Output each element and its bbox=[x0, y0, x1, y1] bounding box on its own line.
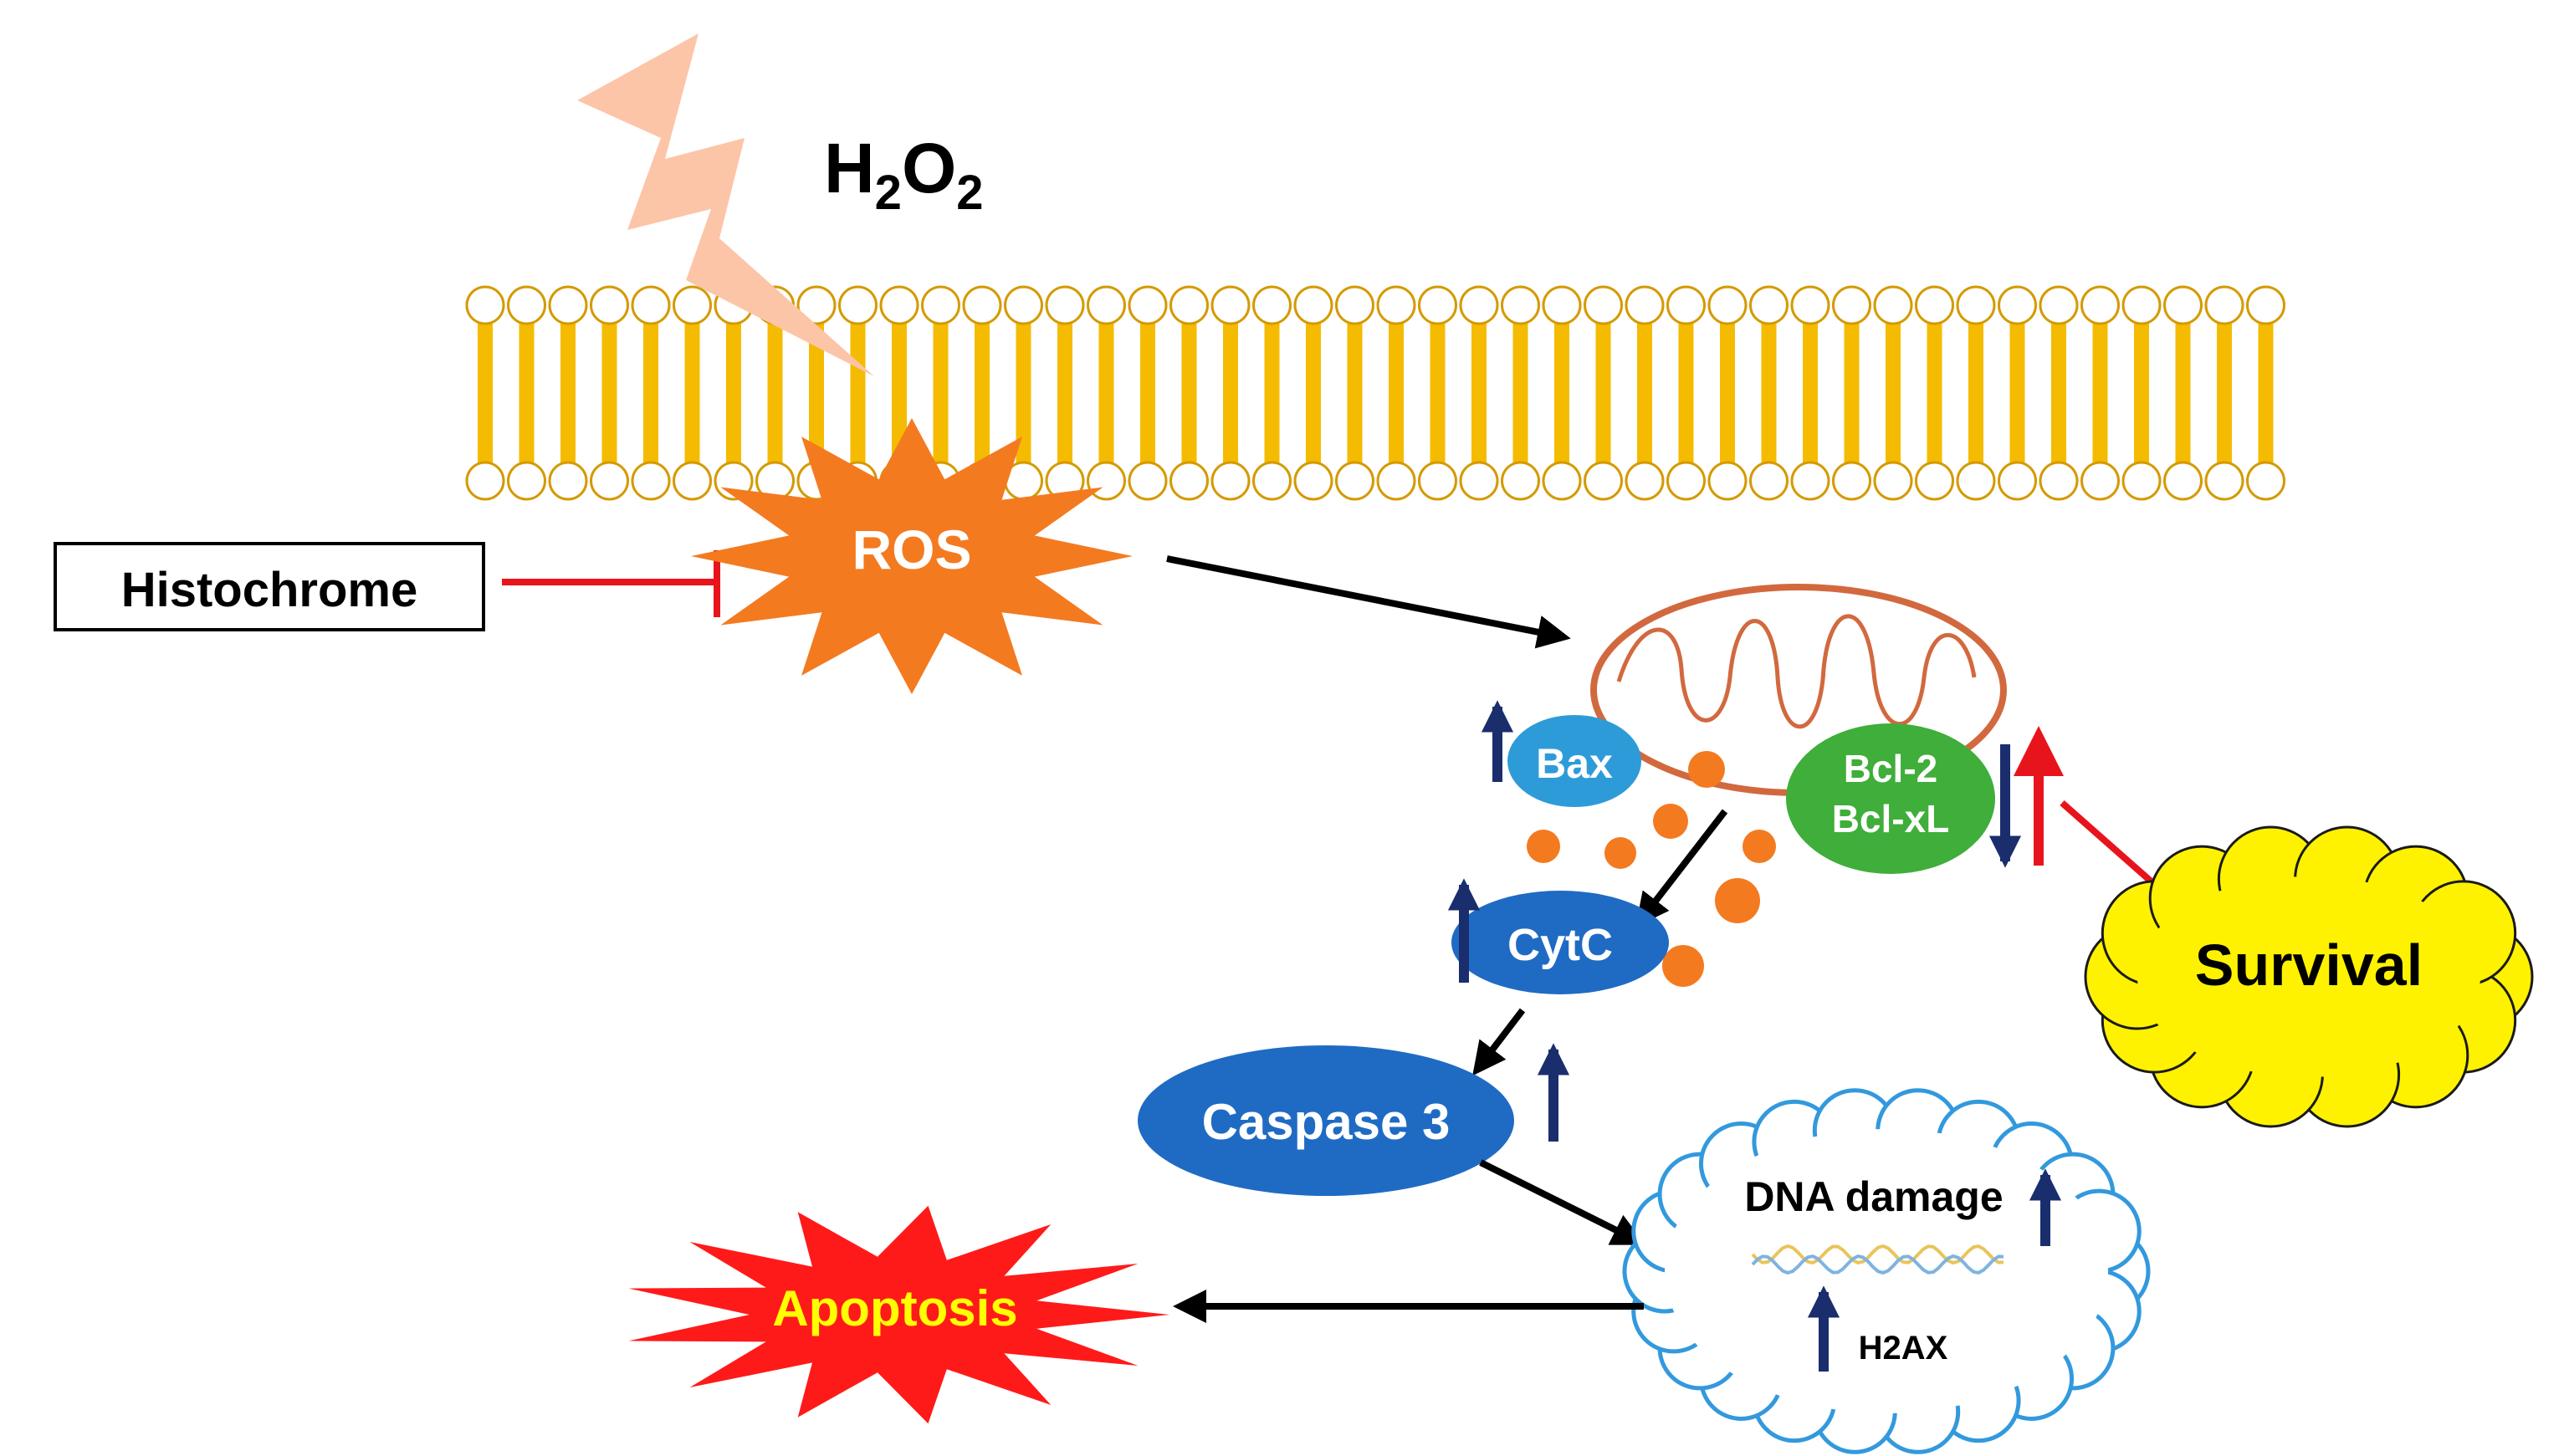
stimulus-label: H2O2 bbox=[824, 129, 984, 220]
bax-node: Bax bbox=[1507, 715, 1641, 807]
svg-text:Bcl-xL: Bcl-xL bbox=[1832, 797, 1950, 840]
svg-text:ROS: ROS bbox=[852, 519, 971, 580]
lightning-bolt-icon bbox=[577, 33, 874, 376]
inhibition-arrow bbox=[502, 550, 720, 617]
caspase-to-dna-arrow bbox=[1479, 1159, 1646, 1245]
lipid-bilayer bbox=[465, 285, 2285, 501]
svg-text:Histochrome: Histochrome bbox=[121, 563, 418, 617]
dna-strand-icon bbox=[1751, 1244, 2004, 1275]
cytc-to-caspase-arrow bbox=[1472, 1008, 1526, 1076]
dna-damage-node: DNA damage H2AX bbox=[1622, 1088, 2151, 1454]
histochrome-node: Histochrome bbox=[54, 542, 485, 631]
bcl-node: Bcl-2 Bcl-xL bbox=[1786, 723, 1995, 874]
svg-text:Survival: Survival bbox=[2195, 932, 2423, 998]
svg-text:CytC: CytC bbox=[1507, 920, 1613, 970]
cytc-node: CytC bbox=[1451, 891, 1669, 994]
survival-node: Survival bbox=[2084, 825, 2534, 1128]
ros-node: ROS bbox=[691, 418, 1133, 694]
caspase3-node: Caspase 3 bbox=[1138, 1045, 1514, 1196]
mitochondria-to-cytc-arrow bbox=[1635, 809, 1728, 927]
svg-text:Apoptosis: Apoptosis bbox=[772, 1280, 1017, 1336]
svg-text:DNA damage: DNA damage bbox=[1744, 1173, 2003, 1220]
svg-text:H2AX: H2AX bbox=[1859, 1330, 1948, 1367]
ros-to-mitochondria-arrow bbox=[1166, 555, 1571, 649]
apoptosis-node: Apoptosis bbox=[628, 1205, 1169, 1424]
svg-text:Bcl-2: Bcl-2 bbox=[1844, 747, 1937, 790]
svg-text:Caspase 3: Caspase 3 bbox=[1202, 1094, 1451, 1150]
svg-text:Bax: Bax bbox=[1536, 740, 1613, 787]
cytochrome-release-dots bbox=[1527, 751, 1776, 987]
